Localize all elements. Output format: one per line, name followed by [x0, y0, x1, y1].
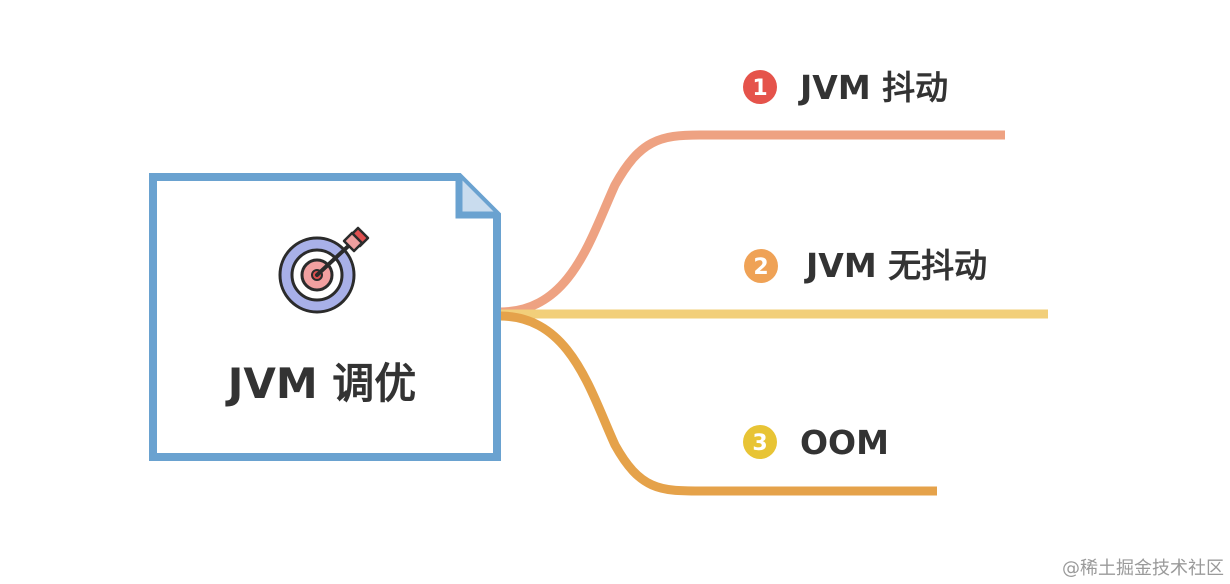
- watermark: @稀土掘金技术社区: [1062, 558, 1224, 579]
- branch-line-1: [499, 130, 1005, 317]
- root-node-label: JVM 调优: [225, 359, 417, 408]
- number-badge-1-text: 1: [752, 76, 767, 101]
- root-node[interactable]: JVM 调优: [149, 173, 501, 461]
- branch-node-3[interactable]: 3 OOM: [743, 423, 889, 462]
- number-badge-1: [743, 70, 777, 104]
- number-badge-2-text: 2: [753, 255, 768, 280]
- branch-line-3: [499, 311, 937, 496]
- branch-node-2[interactable]: 2 JVM 无抖动: [744, 246, 987, 285]
- root-node-frame: [149, 173, 501, 461]
- root-node-fold: [455, 177, 497, 219]
- number-badge-3: [743, 425, 777, 459]
- branch-node-3-label: OOM: [800, 423, 889, 462]
- number-badge-2: [744, 249, 778, 283]
- branch-node-2-label: JVM 无抖动: [804, 246, 987, 285]
- branch-node-1[interactable]: 1 JVM 抖动: [743, 68, 948, 107]
- branch-node-1-label: JVM 抖动: [798, 68, 948, 107]
- number-badge-3-text: 3: [752, 431, 767, 456]
- target-icon: [278, 226, 370, 314]
